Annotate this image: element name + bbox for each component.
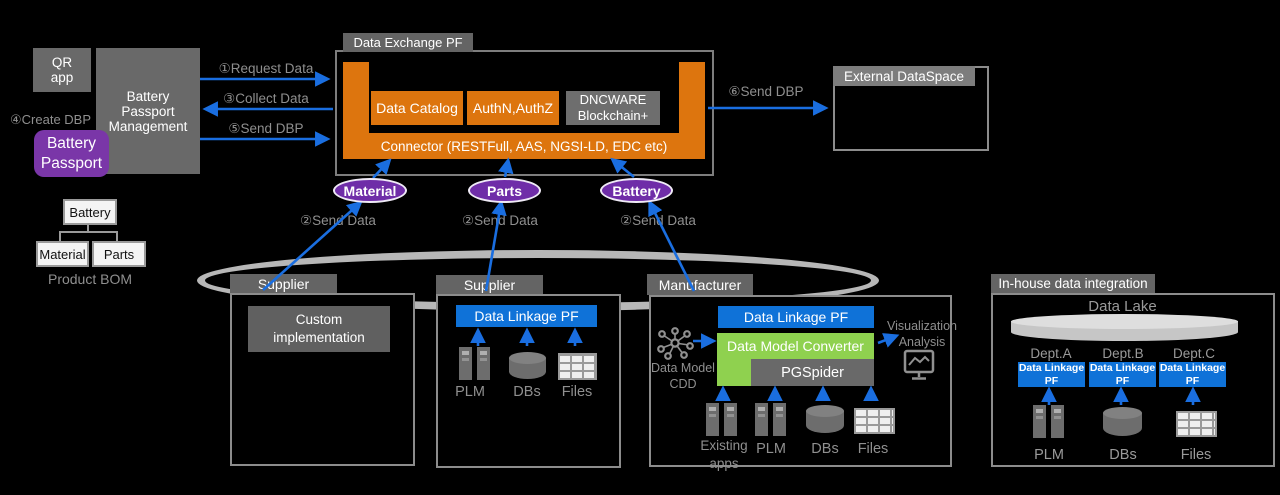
dept-a-label: Dept.A: [1030, 346, 1072, 361]
product-bom-caption: Product BOM: [47, 271, 133, 287]
bom-node-material: Material: [36, 241, 89, 267]
dept-c-label: Dept.C: [1172, 346, 1216, 361]
bom-line-v3: [116, 231, 118, 241]
inhouse-source-dbs: DBs: [1109, 447, 1137, 463]
data-model-cdd-label: Data Model CDD: [651, 361, 715, 391]
bom-line-v1: [87, 223, 89, 232]
battery-passport-card: Battery Passport: [34, 130, 109, 177]
send-dbp-external-label: ⑥Send DBP: [728, 84, 804, 99]
manufacturer-title: Manufacturer: [647, 274, 753, 295]
bom-line-h: [59, 231, 118, 233]
dncware-blockchain-box: DNCWARE Blockchain+: [566, 91, 660, 125]
plm-icon: [755, 403, 786, 436]
collect-data-label: ③Collect Data: [223, 91, 309, 106]
database-icon: [509, 352, 546, 379]
custom-implementation-box: Custom implementation: [248, 306, 390, 352]
external-dataspace-title: External DataSpace: [833, 66, 975, 86]
dept-b-data-linkage-pf: Data Linkage PF: [1089, 362, 1156, 387]
inhouse-title: In-house data integration: [991, 274, 1155, 293]
manufacturer-source-files: Files: [857, 441, 889, 457]
manufacturer-source-existing-apps: Existing apps: [700, 438, 748, 471]
visualization-monitor-icon: [903, 349, 935, 380]
send-data-label-2: ②Send Data: [462, 213, 538, 228]
connector-bottom-bar: Connector (RESTFull, AAS, NGSI-LD, EDC e…: [343, 133, 705, 159]
data-exchange-pf-title: Data Exchange PF: [343, 33, 473, 52]
token-battery: Battery: [600, 178, 673, 203]
pgspider-bar: PGSpider: [751, 359, 874, 386]
token-material: Material: [333, 178, 407, 203]
manufacturer-data-linkage-pf: Data Linkage PF: [718, 306, 874, 328]
visualization-analysis-label: Visualization Analysis: [887, 319, 957, 349]
plm-icon: [1033, 405, 1064, 438]
data-model-converter-bar: Data Model Converter: [717, 333, 874, 359]
dept-b-label: Dept.B: [1102, 346, 1144, 361]
plm-icon: [459, 347, 490, 380]
data-model-converter-leg: [717, 359, 751, 386]
files-icon: [558, 353, 597, 380]
database-icon: [806, 405, 844, 433]
dept-a-data-linkage-pf: Data Linkage PF: [1018, 362, 1085, 387]
request-data-label: ①Request Data: [218, 61, 314, 76]
supplier-data-linkage-pf: Data Linkage PF: [456, 305, 597, 327]
bom-node-parts: Parts: [92, 241, 146, 267]
battery-passport-management-box: Battery Passport Management: [96, 48, 200, 174]
supplier-source-dbs: DBs: [513, 384, 541, 400]
database-icon: [1103, 407, 1142, 436]
dept-c-data-linkage-pf: Data Linkage PF: [1159, 362, 1226, 387]
data-lake-top: [1011, 314, 1238, 329]
bom-root-battery: Battery: [63, 199, 117, 225]
supplier-source-plm: PLM: [455, 384, 485, 400]
manufacturer-source-dbs: DBs: [811, 441, 839, 457]
files-icon: [854, 408, 895, 434]
supplier-custom-title: Supplier: [230, 274, 337, 293]
send-data-label-3: ②Send Data: [620, 213, 696, 228]
data-model-cdd-icon: [657, 327, 694, 360]
qr-app-box: QR app: [33, 48, 91, 92]
send-dbp-label: ⑤Send DBP: [228, 121, 304, 136]
files-icon: [1176, 411, 1217, 437]
authn-authz-box: AuthN,AuthZ: [467, 91, 559, 125]
data-catalog-box: Data Catalog: [371, 91, 463, 125]
create-dbp-label: ④Create DBP: [10, 112, 92, 127]
existing-apps-icon: [706, 403, 737, 436]
send-data-label-1: ②Send Data: [300, 213, 376, 228]
supplier-source-files: Files: [561, 384, 593, 400]
bom-line-v2: [59, 231, 61, 241]
manufacturer-source-plm: PLM: [756, 441, 786, 457]
inhouse-source-files: Files: [1180, 447, 1212, 463]
supplier-pf-title: Supplier: [436, 275, 543, 294]
inhouse-source-plm: PLM: [1034, 447, 1064, 463]
data-lake-label: Data Lake: [1088, 298, 1157, 315]
token-parts: Parts: [468, 178, 541, 203]
